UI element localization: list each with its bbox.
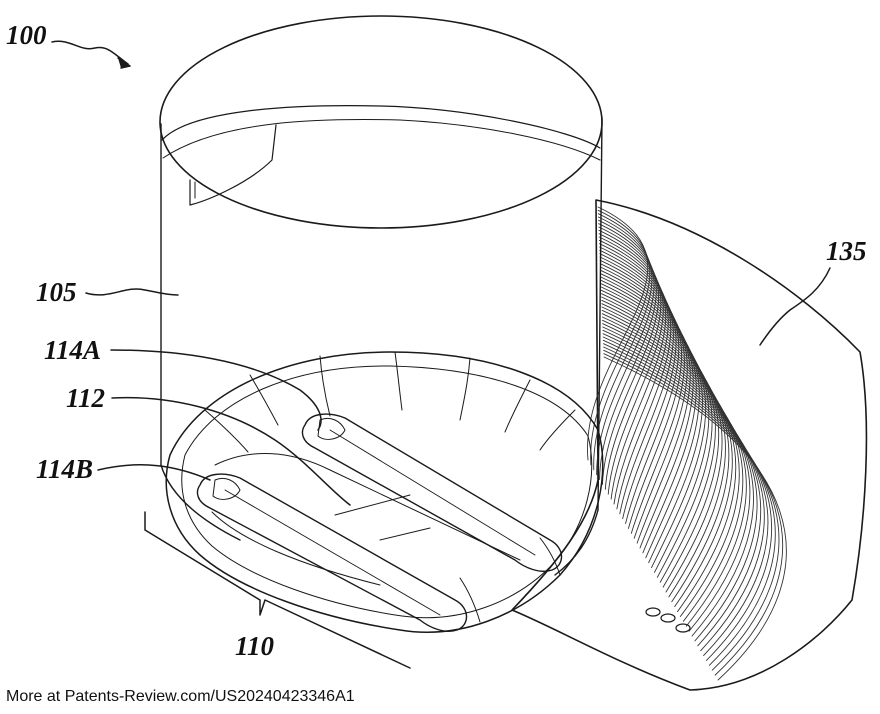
label-105: 105 [36,277,77,307]
strap-hatch-line [601,293,720,588]
strap-hatch-line [602,336,765,652]
strap-hatch-line [602,323,751,632]
label-100: 100 [6,20,47,50]
strap-holes [645,607,691,633]
contact-bar-a [301,413,563,572]
label-112: 112 [66,383,106,413]
strap-hatch-line [599,243,674,515]
leader-lines [51,40,831,669]
strap-hatch-line [596,216,655,476]
strap-hatch-line [601,303,730,603]
strap-hatch-line [600,273,700,559]
strap-hatch-line [598,226,662,490]
strap-hatch-line [599,253,683,529]
strap-hatch-line [601,306,733,608]
strap-hatch-line [602,333,762,647]
strap-hatch-line [603,353,784,676]
strap-hatch-line [601,313,740,617]
center-pad [211,453,521,586]
label-114b: 114B [36,454,94,484]
label-135: 135 [826,236,867,266]
strap-hatch-line [601,299,726,598]
strap-hatch-line [603,346,776,666]
strap-hatch-line [602,339,769,657]
strap-hatch-line [600,289,716,583]
label-114a: 114A [44,335,102,365]
strap-hatch-line [600,269,697,554]
strap-hatch-line [601,316,744,622]
strap-hatch-line [599,259,688,539]
strap-hatch-line [603,356,787,681]
strap-hatch-line [599,263,691,544]
strap-hatch-line [602,329,758,642]
housing-cylinder [159,15,603,576]
strap-hatch-line [598,239,672,510]
strap-hatch-line [601,296,723,593]
strap-band [511,199,868,691]
label-110: 110 [235,631,275,661]
strap-hatch-line [602,319,747,627]
strap-hatch-line [599,249,680,525]
strap-hatch-line [590,209,651,466]
strap-hatch-line [598,236,669,505]
strap-hatch-line [600,283,710,573]
strap-hatch-line [600,279,706,569]
source-footer: More at Patents-Review.com/US20240423346… [6,688,355,705]
strap-hatch-line [598,229,664,495]
contact-bar-b [196,473,468,632]
strap-hatch-line [601,309,737,613]
strap-hatch-line [603,349,780,671]
base-face [165,351,604,633]
strap-hatch-line [602,326,754,637]
strap-hatch-line [603,343,773,661]
strap-hatch-line [598,223,659,485]
